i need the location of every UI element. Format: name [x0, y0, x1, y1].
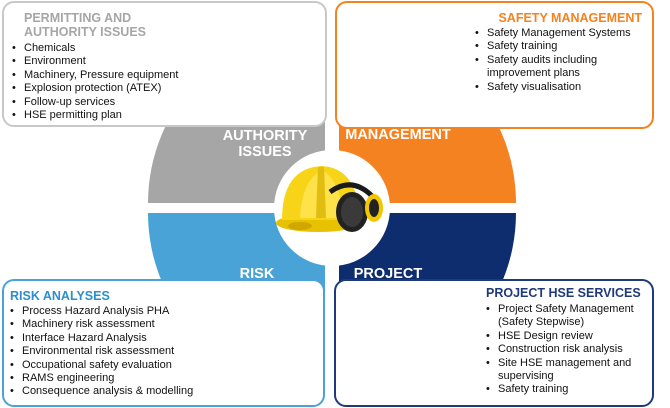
list-item: Safety visualisation: [475, 81, 642, 95]
project-title: PROJECT HSE SERVICES: [486, 286, 641, 300]
list-item: Safety training: [486, 383, 646, 397]
permitting-title: PERMITTING AND AUTHORITY ISSUES: [24, 11, 147, 39]
list-item: Safety audits including improvement plan…: [475, 54, 642, 81]
list-item: Chemicals: [12, 42, 315, 56]
list-item: Process Hazard Analysis PHA: [10, 305, 315, 319]
list-item: Consequence analysis & modelling: [10, 385, 315, 399]
list-item: Environment: [12, 55, 315, 69]
risk-title: RISK ANALYSES: [10, 289, 110, 303]
list-item: Machinery, Pressure equipment: [12, 69, 315, 83]
list-item: Construction risk analysis: [486, 343, 646, 357]
list-item: Machinery risk assessment: [10, 318, 315, 332]
list-item: RAMS engineering: [10, 372, 315, 386]
permitting-list: Chemicals Environment Machinery, Pressur…: [12, 42, 315, 123]
list-item: Environmental risk assessment: [10, 345, 315, 359]
list-item: HSE Design review: [486, 330, 646, 344]
risk-list: Process Hazard Analysis PHA Machinery ri…: [10, 305, 315, 399]
safety-title: SAFETY MANAGEMENT: [498, 11, 642, 25]
list-item: Follow-up services: [12, 96, 315, 110]
list-item: HSE permitting plan: [12, 109, 315, 123]
list-item: Occupational safety evaluation: [10, 359, 315, 373]
safety-box: SAFETY MANAGEMENT Safety Management Syst…: [335, 1, 654, 129]
project-box: PROJECT HSE SERVICES Project Safety Mana…: [334, 279, 654, 407]
list-item: Site HSE management and supervising: [486, 357, 646, 384]
permitting-box: PERMITTING AND AUTHORITY ISSUES Chemical…: [2, 1, 327, 127]
list-item: Interface Hazard Analysis: [10, 332, 315, 346]
list-item: Project Safety Management (Safety Stepwi…: [486, 303, 646, 330]
list-item: Safety training: [475, 40, 642, 54]
risk-box: RISK ANALYSES Process Hazard Analysis PH…: [2, 279, 325, 407]
list-item: Safety Management Systems: [475, 27, 642, 41]
safety-list: Safety Management Systems Safety trainin…: [475, 27, 642, 94]
project-list: Project Safety Management (Safety Stepwi…: [486, 303, 646, 397]
list-item: Explosion protection (ATEX): [12, 82, 315, 96]
hard-hat-ear-muffs-icon: [276, 166, 383, 232]
